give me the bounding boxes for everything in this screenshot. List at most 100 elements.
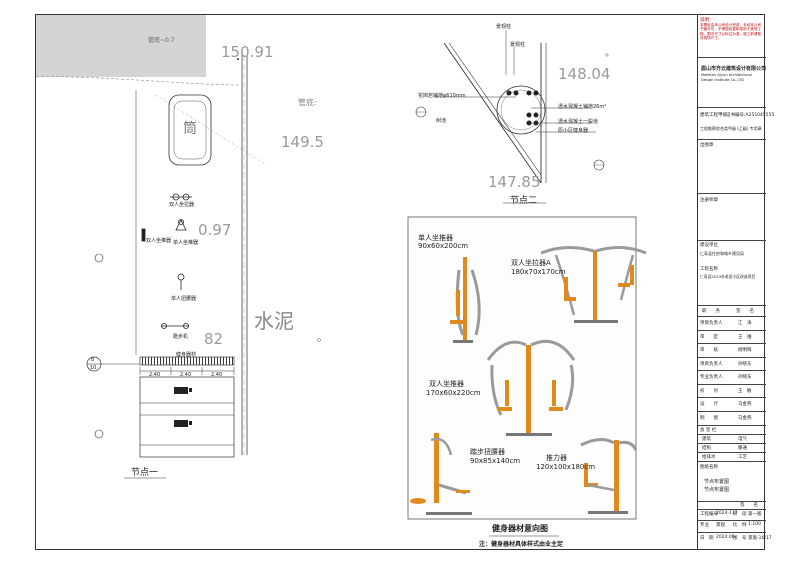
countersign-label: 会 签 栏 — [700, 428, 717, 433]
sheet-label: 专业 — [700, 523, 709, 528]
node2-note-3: 透水混凝土一般道 — [558, 119, 599, 125]
node2-elevation-2: 147.85 — [488, 173, 541, 191]
scale-value: 1:100 — [748, 522, 761, 527]
node1-label-4: 单人扭腰器 — [171, 296, 197, 302]
lower-equipment — [174, 387, 192, 427]
version-value: 第一版 — [748, 512, 762, 517]
node2-note-1: 花岗岩铺地φ610mm — [418, 93, 466, 99]
elevation-2: 149.5 — [281, 133, 324, 151]
node2-elevation-1: 148.04 — [558, 65, 611, 83]
role-column-header: 职 务 — [702, 309, 720, 314]
name-cell: 王 敏 — [738, 388, 752, 394]
sign-column-header: 签 名 — [736, 309, 754, 314]
project-label: 工程名称 — [700, 267, 718, 272]
role-cell: 设 计 — [700, 402, 718, 407]
elevation-3: 0.97 — [198, 221, 232, 239]
paving-band — [139, 356, 235, 366]
drawing-number-value: 景施-16/17 — [748, 536, 772, 541]
equipment-3-illustration — [486, 339, 576, 436]
role-cell: 项目负责人 — [700, 361, 723, 367]
role-cell: 制 图 — [700, 415, 718, 421]
stamp-1: 出图章 — [700, 143, 714, 148]
cert-3: 工程勘察综合类甲级 (乙级) 专用章 — [700, 126, 762, 131]
dimension-1: 2.40 — [149, 372, 161, 378]
node2-note-2: 透水混凝土铺地26m² — [558, 104, 607, 110]
role-cell: 审 定 — [700, 334, 718, 340]
dimension-2: 2.40 — [180, 372, 192, 378]
drawing-name-2: 节点布置图 — [704, 487, 730, 493]
node-marker-bottom: 10 — [90, 365, 97, 371]
name-cell: 马金燕 — [738, 402, 752, 407]
material-label: 水泥 — [254, 309, 294, 333]
project-value: 仁寿县2023年老旧小区改造项目 — [700, 274, 756, 279]
equipment-5-illustration — [580, 438, 638, 514]
bottom-sign-label: 签 名 — [740, 503, 758, 508]
node2-equipment — [506, 90, 539, 126]
cert-2: 证书编号:A251045555 — [726, 113, 775, 118]
node1-label-3: 双人坐推器 — [146, 238, 172, 244]
countersign-cell: 工艺 — [738, 455, 747, 460]
equipment-5-size: 120x100x180cm — [536, 463, 596, 471]
countersign-cell: 结构 — [702, 446, 711, 451]
node2-edge-1 — [443, 42, 542, 184]
date-value: 2024.06 — [716, 535, 735, 540]
node1-label-1: 双人坐拉器 — [169, 202, 195, 208]
role-cell: 项目负责人 — [700, 321, 723, 326]
node2-caption: 节点二 — [510, 196, 538, 206]
node1-label-6: 健身器材 — [176, 352, 197, 358]
equipment-1-size: 90x60x200cm — [418, 242, 469, 250]
equipment-4-illustration — [410, 433, 472, 515]
equipment-3-size: 170x60x220cm — [426, 389, 481, 397]
company-name-cn: 眉山市齐云建筑设计有限公司 — [701, 66, 767, 72]
elevation-1: 150.91 — [221, 43, 274, 61]
stamp-2: 注册师章 — [700, 198, 718, 203]
equipment-frame — [407, 216, 637, 520]
equipment-4-size: 90x85x140cm — [470, 457, 521, 465]
equipment-symbols — [141, 193, 192, 329]
pipe-line — [36, 76, 242, 86]
name-cell: 孙晓东 — [738, 375, 752, 380]
lower-area — [139, 376, 235, 458]
node-marker-top: 8 — [91, 357, 95, 363]
drawing-name-1: 节点布置图 — [704, 479, 730, 485]
node1-label-5: 蹬步机 — [173, 334, 189, 340]
phase-label: 阶 段 — [733, 512, 747, 517]
dimension-3: 2.40 — [211, 372, 223, 378]
sheet-value: 景观 — [716, 523, 725, 528]
equipment-2-name: 双人坐拉器A — [511, 259, 551, 267]
role-cell: 专业负责人 — [700, 375, 723, 380]
project-number-label: 工程编号 — [700, 512, 718, 517]
equipment-3-name: 双人坐推器 — [429, 380, 464, 388]
note-body: 本图纸由本公司设计完成，未经本公司书面许可，不得擅自复制或用于其他工程。图中尺寸… — [700, 23, 762, 41]
building-block — [36, 15, 206, 77]
cert-1: 建筑工程甲级 — [700, 113, 727, 118]
name-cell: 杨明辉 — [738, 348, 752, 353]
owner-label: 建设单位 — [700, 243, 718, 248]
equipment-2-size: 180x70x170cm — [511, 268, 566, 276]
equipment-1-name: 单人坐推器 — [418, 234, 453, 242]
equipment-4-name: 踏步扭腰器 — [470, 448, 505, 456]
drawing-lines — [36, 15, 647, 537]
scale-label: 比 例 — [733, 523, 747, 528]
countersign-cell: 暖通 — [738, 446, 747, 451]
equipment-caption: 健身器材意向图 — [492, 524, 548, 533]
equipment-2-illustration — [540, 246, 647, 323]
role-cell: 校 对 — [700, 388, 718, 394]
node1-caption: 节点一 — [131, 468, 159, 478]
node1-label-2: 单人坐推器 — [173, 240, 199, 246]
project-number-value: 2024-117 — [716, 511, 738, 516]
name-cell: 江 涛 — [738, 321, 752, 326]
note-header: 说明： — [700, 18, 714, 23]
countersign-cell: 给排水 — [702, 455, 716, 460]
pipe-label: 管底~0.7 — [148, 37, 175, 44]
equipment-note: 注：健身器材具体样式由业主定 — [479, 541, 564, 548]
countersign-cell: 建筑 — [702, 437, 711, 442]
pit-label: 筒 — [183, 121, 197, 137]
equipment-1-illustration — [450, 257, 481, 343]
name-cell: 马金燕 — [738, 415, 752, 421]
owner-value: 仁寿县住房和城乡建设局 — [700, 251, 744, 256]
elevation-4: 82 — [204, 330, 224, 348]
tree-pit-circle — [496, 85, 546, 135]
equipment-5-name: 推力器 — [546, 454, 567, 462]
name-cell: 孙晓东 — [738, 361, 752, 367]
